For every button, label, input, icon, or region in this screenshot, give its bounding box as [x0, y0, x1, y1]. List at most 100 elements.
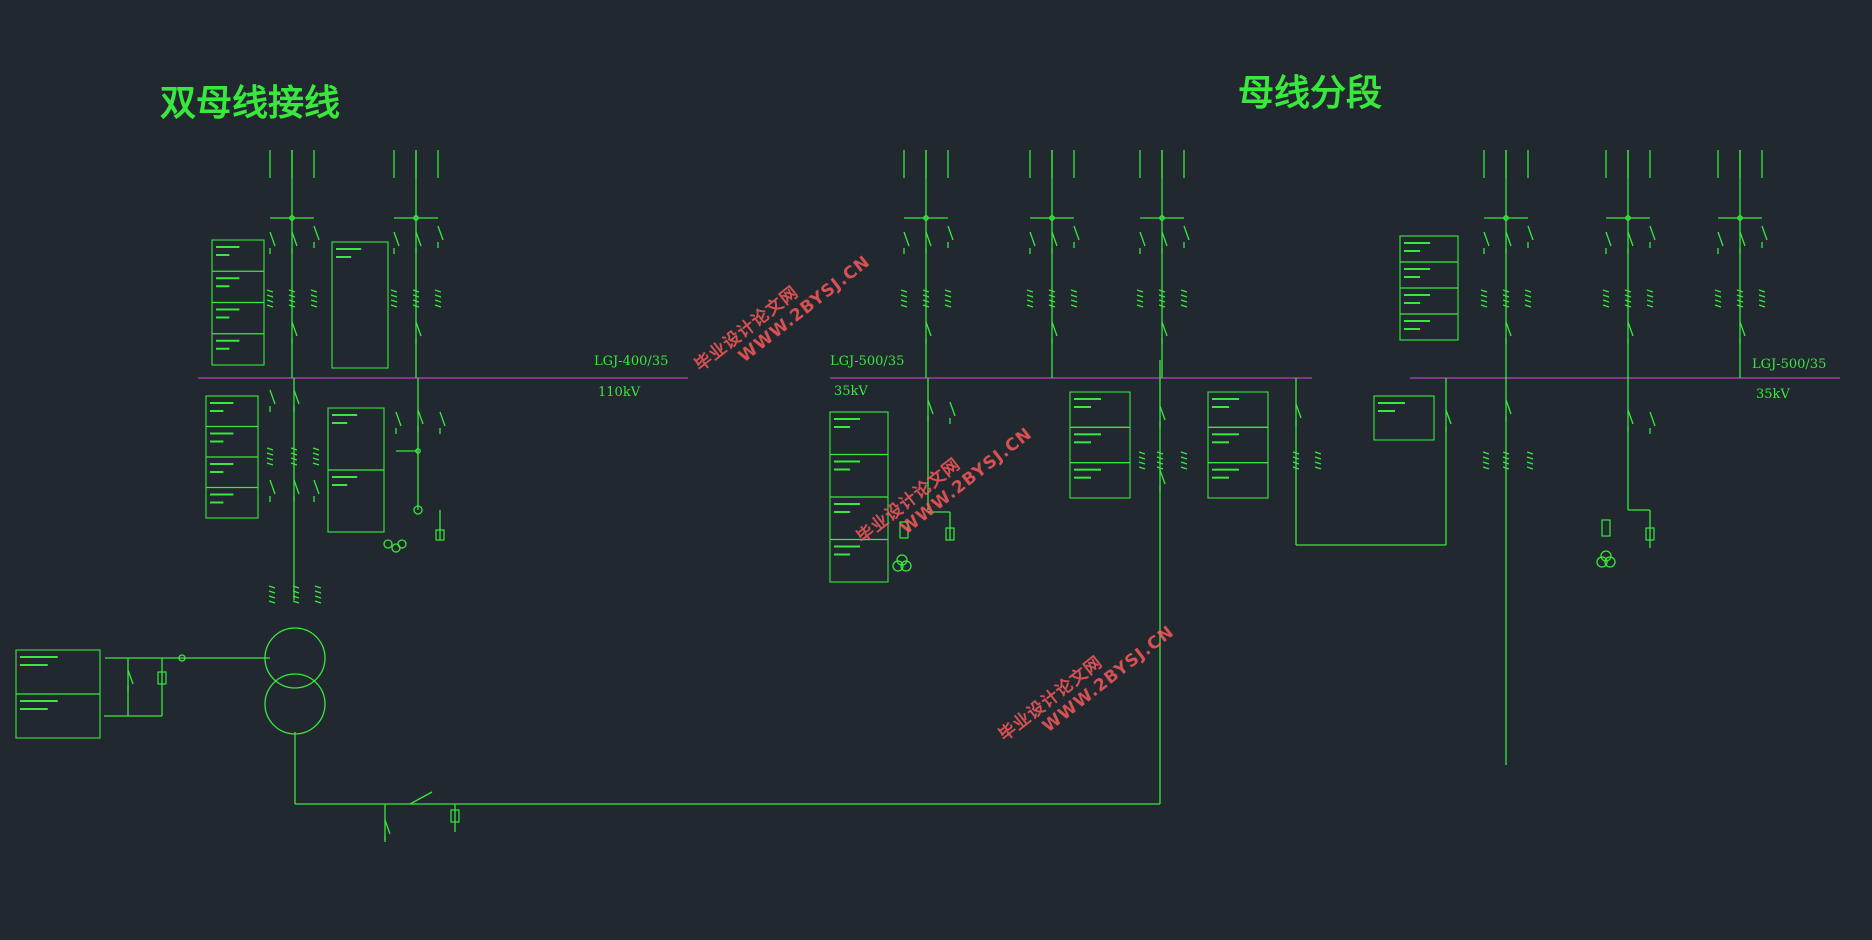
- ct-coil: [1136, 289, 1144, 293]
- ct-coil: [1714, 304, 1722, 308]
- node: [900, 560, 912, 572]
- switch-blade: [313, 479, 320, 495]
- switch-blade: [415, 231, 422, 247]
- ct-coil: [1524, 294, 1532, 298]
- ct-coil: [1070, 289, 1078, 293]
- ct-coil: [1758, 294, 1766, 298]
- current-transformer: [1601, 519, 1611, 537]
- ct-coil: [1524, 289, 1532, 293]
- switch-blade: [1445, 409, 1452, 425]
- switch-blade: [1605, 231, 1612, 247]
- table-text-stub: [336, 248, 362, 250]
- arrester: [450, 809, 460, 823]
- ct-coil: [900, 289, 908, 293]
- ct-coil: [1526, 461, 1534, 465]
- switch-blade: [1295, 403, 1302, 419]
- ct-coil: [1158, 289, 1166, 293]
- switch-blade: [395, 411, 402, 427]
- left-bus-cable-label: LGJ-400/35: [594, 354, 669, 369]
- ct-coil: [944, 294, 952, 298]
- table-text-stub: [216, 285, 230, 288]
- ct-coil: [1758, 299, 1766, 303]
- table-text-stub: [20, 664, 48, 666]
- node: [1604, 556, 1616, 568]
- right-bus-voltage-label: 35kV: [1756, 387, 1790, 402]
- ct-coil: [1158, 299, 1166, 303]
- arrester: [157, 671, 167, 685]
- feeders: [127, 150, 1768, 842]
- ct-coil: [390, 294, 398, 298]
- ct-coil: [412, 294, 420, 298]
- switch-blade: [1073, 225, 1080, 241]
- switch-blade: [313, 225, 320, 241]
- ct-coil: [1482, 451, 1490, 455]
- ct-coil: [1480, 299, 1488, 303]
- ct-coil: [314, 585, 322, 589]
- table-text-stub: [1212, 433, 1239, 436]
- ct-coil: [288, 299, 296, 303]
- ct-coil: [1526, 466, 1534, 470]
- table-text-stub: [216, 339, 240, 342]
- ct-coil: [290, 452, 298, 456]
- table-text-stub: [216, 246, 240, 248]
- switch-blade: [1739, 231, 1746, 247]
- ct-coil: [1502, 451, 1510, 455]
- switch-blade: [293, 389, 300, 405]
- ct-coil: [900, 304, 908, 308]
- current-transformer: [899, 521, 909, 539]
- ct-coil: [1646, 289, 1654, 293]
- switch-blade: [1183, 225, 1190, 241]
- ct-coil: [1602, 294, 1610, 298]
- ct-coil: [290, 457, 298, 461]
- table-text-stub: [332, 476, 358, 478]
- ct-coil: [1048, 289, 1056, 293]
- circuit-breaker-blade: [409, 791, 433, 805]
- ct-coil: [1136, 299, 1144, 303]
- ct-coil: [944, 304, 952, 308]
- node: [413, 505, 423, 515]
- table-text-stub: [332, 484, 348, 486]
- switch-blade: [1627, 409, 1634, 425]
- node: [383, 539, 393, 549]
- ct-coil: [312, 447, 320, 451]
- ct-coil: [1070, 294, 1078, 298]
- switch-blade: [949, 401, 956, 417]
- switch-blade: [291, 321, 298, 337]
- ct-coil: [1180, 299, 1188, 303]
- node: [397, 539, 407, 549]
- ct-coil: [922, 299, 930, 303]
- ct-coil: [1624, 299, 1632, 303]
- middle-bus-cable-label: LGJ-500/35: [830, 354, 905, 369]
- ct-coil: [1502, 466, 1510, 470]
- equipment-table: [331, 241, 389, 369]
- table-text-stub: [20, 656, 58, 658]
- ct-coil: [1136, 294, 1144, 298]
- table-text-stub: [210, 463, 234, 465]
- table-text-stub: [1404, 268, 1431, 270]
- ct-coil: [310, 294, 318, 298]
- switch-blade: [1051, 231, 1058, 247]
- switch-blade: [1505, 321, 1512, 337]
- connections: [104, 360, 1161, 840]
- equipment-table: [1069, 391, 1131, 499]
- switch-blade: [1483, 231, 1490, 247]
- ct-coil: [1502, 304, 1510, 308]
- ct-coil: [1502, 289, 1510, 293]
- switch-blade: [439, 411, 446, 427]
- ct-coil: [266, 457, 274, 461]
- ct-coil: [1646, 299, 1654, 303]
- ct-coil: [266, 304, 274, 308]
- ct-coil: [1602, 304, 1610, 308]
- table-text-stub: [834, 545, 861, 548]
- ct-coil: [1026, 304, 1034, 308]
- ct-coil: [1314, 456, 1322, 460]
- table-text-stub: [1074, 476, 1091, 479]
- table-text-stub: [1074, 468, 1101, 471]
- ct-coil: [292, 590, 300, 594]
- switch-blade: [127, 669, 134, 685]
- ct-coil: [268, 590, 276, 594]
- table-text-stub: [210, 440, 224, 443]
- transformer-winding-hv: [264, 627, 326, 689]
- switch-blade: [1505, 231, 1512, 247]
- ct-coil: [290, 447, 298, 451]
